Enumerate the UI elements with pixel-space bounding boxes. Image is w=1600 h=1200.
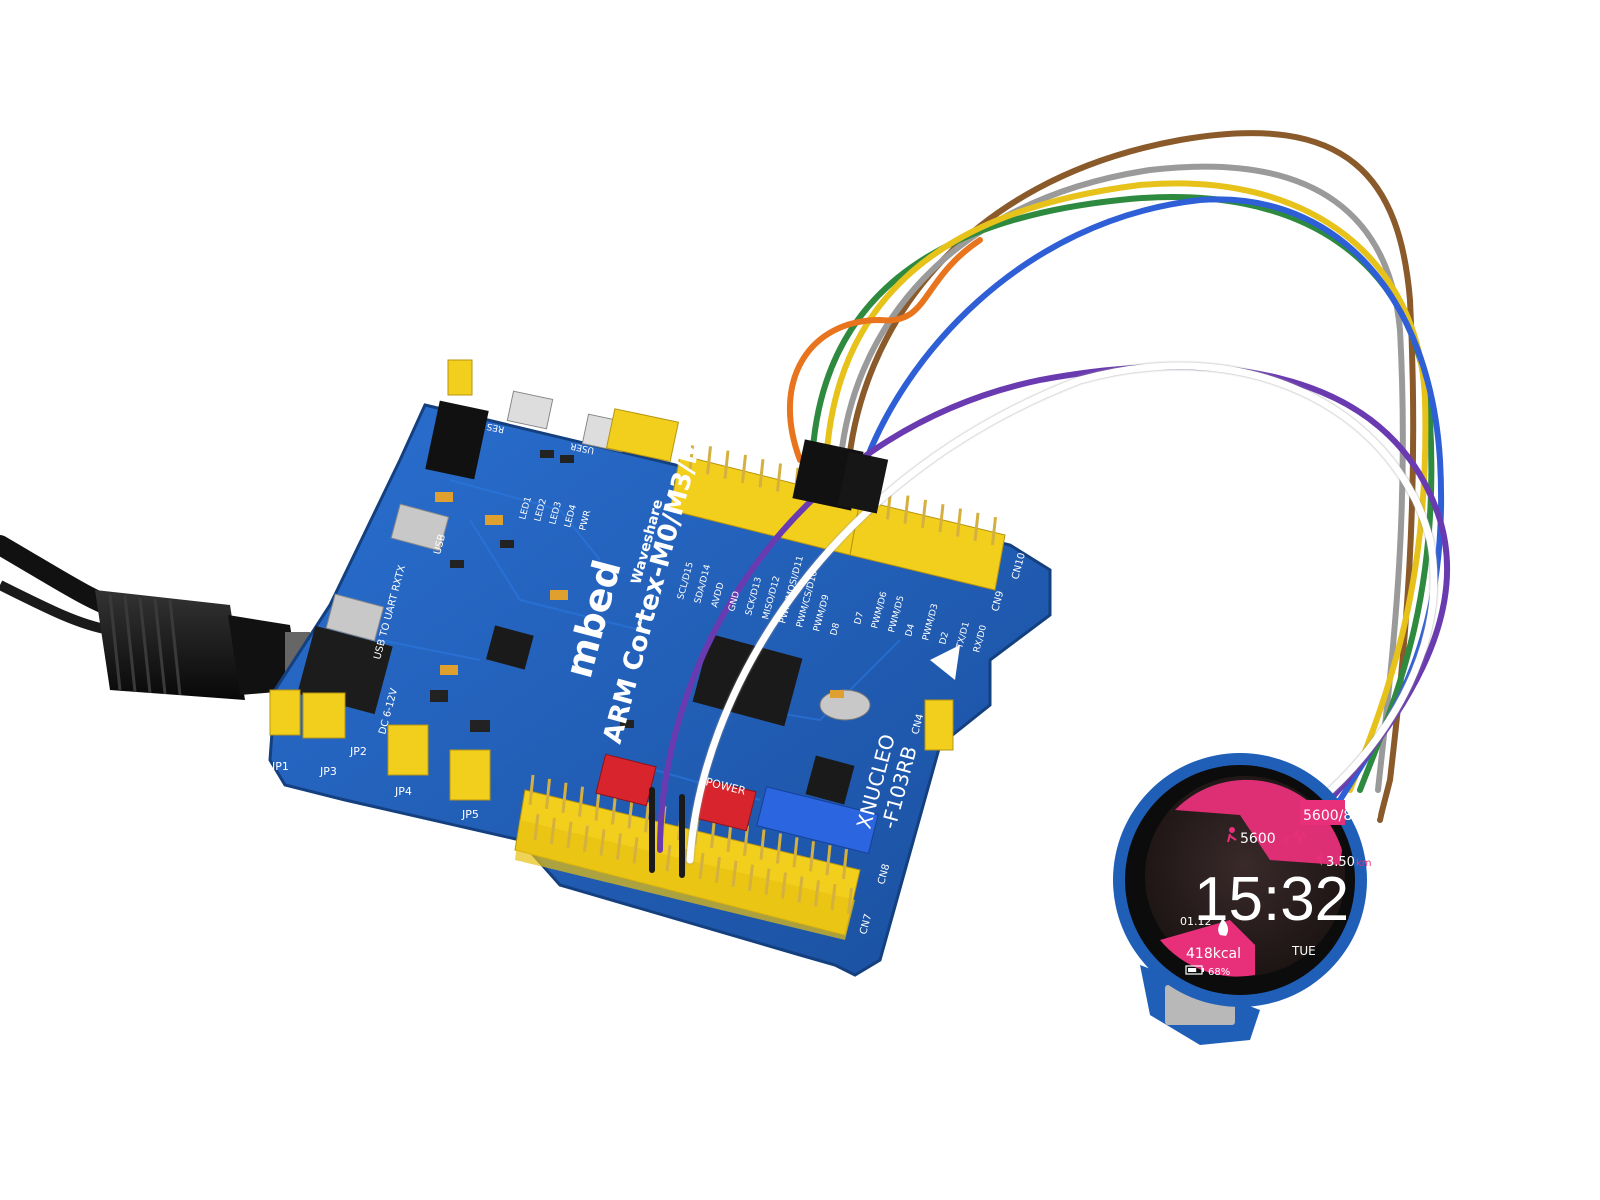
board-components xyxy=(297,390,960,805)
header-pin xyxy=(599,829,606,856)
header-pin xyxy=(758,459,765,488)
jp5-label: JP5 xyxy=(461,808,479,821)
header-pin xyxy=(688,441,695,471)
header-pin xyxy=(991,516,997,546)
header-pin xyxy=(611,794,617,825)
distance-unit-text: km xyxy=(1356,858,1372,869)
pin-label-top: D8 xyxy=(829,622,842,637)
header-pin xyxy=(627,798,634,829)
header-pin xyxy=(847,887,853,915)
watch-face: 5600/8000 5600 步 3.50 km 15:32 01.12 TUE… xyxy=(1180,808,1379,978)
header-pin xyxy=(921,499,927,529)
header-pin xyxy=(578,786,584,817)
header-pin xyxy=(715,856,721,884)
res-label: RES xyxy=(486,420,506,434)
jp4-label: JP4 xyxy=(394,785,412,798)
round-display-module xyxy=(1113,753,1367,1045)
header-pin xyxy=(776,833,782,864)
date-text: 01.12 xyxy=(1180,915,1212,928)
header-pin xyxy=(723,450,730,479)
header-pin xyxy=(814,880,820,907)
jumper-wire xyxy=(686,362,1438,864)
header-pin xyxy=(731,860,738,887)
pin-label-right: D4 xyxy=(904,623,917,638)
header-pin xyxy=(741,454,747,484)
walk-icon xyxy=(1227,827,1237,843)
header-pin xyxy=(533,813,540,841)
flame-icon xyxy=(1218,918,1229,936)
header-pin xyxy=(528,774,535,806)
header-pin xyxy=(616,833,622,860)
pin-label-right: D2 xyxy=(938,631,951,646)
header-pin xyxy=(550,817,556,845)
time-text: 15:32 xyxy=(1194,865,1349,934)
dupont-connector xyxy=(792,439,889,514)
jumper-wire xyxy=(837,163,1406,793)
steps-text: 5600 xyxy=(1240,831,1276,847)
header-pin xyxy=(759,829,766,860)
jumper-wire xyxy=(787,237,983,463)
header-pin xyxy=(809,841,815,872)
cn8-label: CN8 xyxy=(876,863,892,886)
header-pin xyxy=(698,852,705,880)
header-pin xyxy=(830,884,837,911)
usb-label: USB xyxy=(432,533,448,556)
heart-rate-icon xyxy=(1292,829,1307,846)
header-pins xyxy=(528,441,997,915)
jp1-label: JP1 xyxy=(271,760,289,773)
jumper-wire xyxy=(809,194,1435,793)
header-pin xyxy=(797,876,804,903)
jumper-wire xyxy=(859,196,1444,803)
header-pin xyxy=(743,825,749,856)
header-pin xyxy=(561,782,568,813)
header-pin xyxy=(781,872,787,899)
jp3-label: JP3 xyxy=(319,765,337,778)
header-pin xyxy=(644,802,650,833)
red-jumpers xyxy=(595,753,879,855)
header-pin xyxy=(973,512,980,541)
weekday-text: TUE xyxy=(1291,944,1316,958)
cn4-label: CN4 xyxy=(910,713,926,736)
header-pin xyxy=(594,790,601,821)
header-pin xyxy=(665,845,672,872)
calories-text: 418kcal xyxy=(1186,946,1241,962)
distance-icon xyxy=(1316,852,1322,866)
power-cable xyxy=(0,535,310,700)
header-pin xyxy=(748,864,754,891)
header-pin xyxy=(825,845,832,876)
header-pin xyxy=(545,778,551,810)
header-pin xyxy=(938,504,945,533)
header-pin xyxy=(842,848,848,880)
header-pin xyxy=(956,508,962,537)
yellow-headers xyxy=(269,359,1006,940)
user-label: USER xyxy=(569,440,595,455)
battery-text: 68% xyxy=(1208,967,1230,978)
header-pin xyxy=(764,868,771,895)
steps-goal-text: 5600/8000 xyxy=(1303,808,1379,824)
jumper-wires xyxy=(649,130,1451,878)
cn7-label: CN7 xyxy=(858,913,874,936)
header-pin xyxy=(776,463,782,492)
jumper-wire xyxy=(823,180,1429,793)
distance-text: 3.50 xyxy=(1326,855,1355,870)
header-pin xyxy=(792,837,799,868)
header-pin xyxy=(903,495,910,524)
header-pin xyxy=(566,821,573,848)
header-pin xyxy=(706,446,712,475)
cn9-label: CN9 xyxy=(990,590,1006,613)
battery-icon xyxy=(1185,965,1204,975)
header-pin xyxy=(583,825,589,852)
pin-label-right: D7 xyxy=(853,611,866,626)
header-pin xyxy=(632,837,639,864)
jp2-label: JP2 xyxy=(349,745,367,758)
steps-unit-text: 步 xyxy=(1282,834,1292,846)
